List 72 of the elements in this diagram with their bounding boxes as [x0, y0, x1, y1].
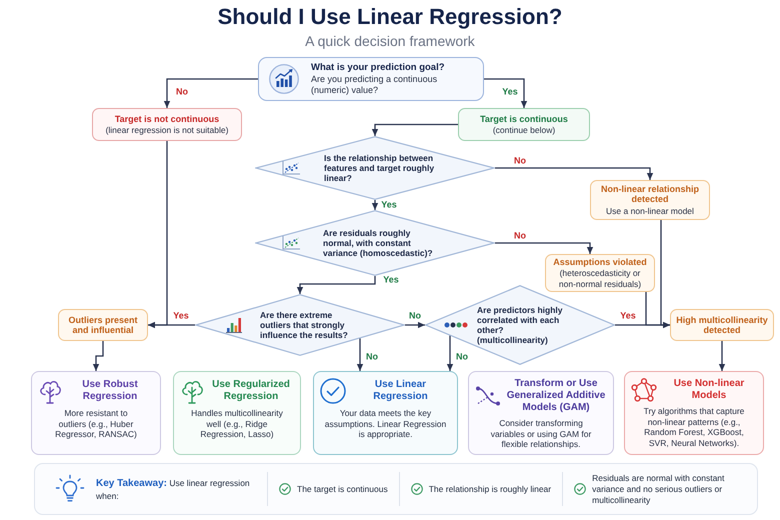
edge-label: No: [513, 156, 527, 166]
flow-arrow: [372, 124, 458, 136]
flow-arrow: [148, 141, 168, 328]
edge-label: Yes: [619, 310, 637, 322]
question-card: [258, 57, 484, 101]
status-title: Non-linear relationship detected: [600, 184, 700, 205]
edge-label: Yes: [380, 200, 398, 210]
flow-arrow: [660, 220, 670, 328]
flow-arrow: [372, 200, 378, 210]
question-title: What is your prediction goal?: [311, 62, 445, 73]
question-text: Are there extreme outliers that strongly influence the results?: [260, 310, 349, 340]
card-text: Consider transforming variables or using GAM for flexible relationships.: [490, 418, 592, 450]
subtitle: A quick decision framework: [305, 33, 475, 50]
criterion-text: Residuals are normal with constant variance and no serious outliers or multicollinearity: [592, 472, 726, 506]
status-title: Target is not continuous: [114, 114, 220, 124]
card-title: Transform or Use Generalized Additive Models (GAM): [506, 378, 606, 414]
edge-label: No: [408, 310, 422, 322]
question-text: Are you predicting a continuous (numeric) value?: [311, 74, 438, 96]
edge-label: No: [455, 352, 469, 362]
card-text: More resistant to outliers (e.g., Huber Regressor, RANSAC): [54, 408, 138, 440]
status-text: Use a non-linear model: [606, 206, 694, 216]
recommendation-card: [624, 371, 764, 455]
status-card: [590, 180, 710, 220]
card-title: Use Non-linear Models: [672, 378, 746, 402]
flow-arrow: [405, 322, 425, 328]
decision-diamond: [255, 136, 495, 200]
recommendation-card: [468, 371, 614, 455]
flow-arrow: [92, 341, 104, 371]
takeaway-panel: [34, 463, 758, 515]
recommendation-card: [313, 371, 458, 455]
card-title: Use Linear Regression: [372, 379, 429, 403]
card-text: Try algorithms that capture non-linear patterns (e.g., Random Forest, XGBoost, SVR, Neural Networks).: [642, 406, 746, 448]
card-title: Use Regularized Regression: [211, 379, 291, 403]
question-text: Is the relationship between features and target roughly linear?: [324, 153, 436, 183]
card-text: Handles multicollinearity well (e.g., Ridge Regression, Lasso): [190, 408, 284, 440]
status-text: (linear regression is not suitable): [106, 125, 228, 136]
flow-arrow: [484, 78, 528, 108]
status-title: Target is continuous: [480, 114, 568, 124]
status-card: [92, 108, 242, 141]
flow-arrow: [446, 336, 454, 371]
edge-label: Yes: [501, 86, 519, 98]
status-card: [58, 309, 148, 341]
diagram-title: Should I Use Linear Regression?: [218, 4, 562, 30]
flow-arrow: [718, 341, 726, 371]
question-text: Are predictors highly correlated with each other? (multicollinearity): [477, 305, 564, 345]
card-text: Your data meets the key assumptions. Linear Regression is appropriate.: [324, 408, 446, 440]
status-card: [670, 309, 774, 341]
recommendation-card: [173, 371, 301, 455]
edge-label: No: [175, 86, 189, 98]
edge-label: Yes: [382, 274, 400, 286]
edge-label: Yes: [172, 310, 190, 322]
status-title: Outliers present and influential: [67, 314, 139, 336]
status-title: High multicollinearity detected: [675, 314, 769, 336]
status-card: [545, 254, 655, 292]
status-card: [458, 108, 590, 141]
status-text: (continue below): [492, 125, 556, 136]
edge-label: No: [513, 230, 527, 242]
status-title: Assumptions violated: [553, 256, 647, 268]
card-title: Use Robust Regression: [81, 379, 139, 403]
status-text: (heteroscedasticity or non-normal residuals): [558, 268, 642, 290]
criterion-text: The target is continuous: [297, 484, 388, 494]
flow-arrow: [495, 242, 594, 254]
flow-arrow: [296, 276, 376, 294]
flow-arrow: [356, 338, 364, 371]
decision-diamond: [255, 210, 495, 276]
recommendation-card: [31, 371, 161, 455]
edge-label: No: [365, 352, 379, 362]
flow-arrow: [164, 78, 258, 108]
criterion-text: The relationship is roughly linear: [428, 484, 552, 494]
flow-arrow: [495, 167, 654, 180]
takeaway-text: Key Takeaway: Use linear regression when:: [96, 476, 251, 502]
question-text: Are residuals roughly normal, with constant variance (homoscedastic)?: [323, 228, 434, 258]
